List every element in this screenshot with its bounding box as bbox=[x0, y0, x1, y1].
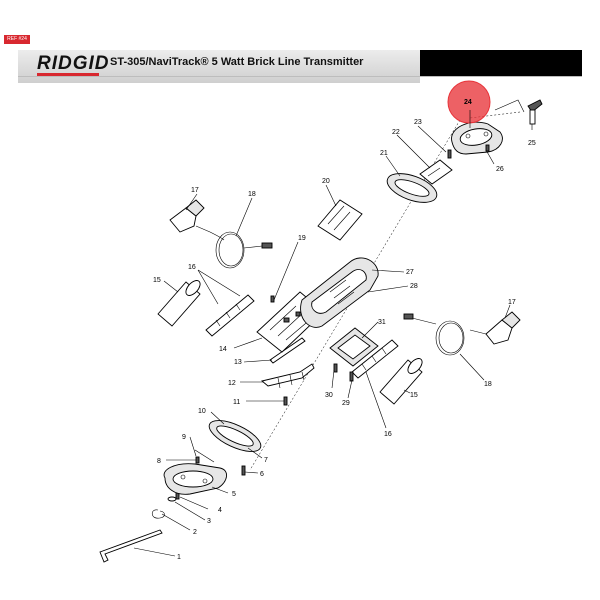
callout-27: 27 bbox=[406, 269, 414, 276]
callout-30: 30 bbox=[325, 392, 333, 399]
part-1-hex-key bbox=[99, 529, 163, 563]
callout-11: 11 bbox=[233, 399, 240, 406]
callout-12: 12 bbox=[228, 380, 236, 387]
callout-20: 20 bbox=[322, 178, 330, 185]
part-20-mount-plate bbox=[317, 199, 363, 241]
callout-4: 4 bbox=[218, 507, 222, 514]
callout-28: 28 bbox=[410, 283, 418, 290]
part-6-screw bbox=[241, 465, 246, 476]
callout-29: 29 bbox=[342, 400, 350, 407]
part-30-screw bbox=[333, 363, 338, 373]
callout-3: 3 bbox=[207, 518, 211, 525]
part-15-battery-right bbox=[379, 358, 423, 405]
callout-7: 7 bbox=[264, 457, 268, 464]
callout-15-left: 15 bbox=[153, 277, 161, 284]
part-11-screw bbox=[283, 396, 288, 406]
part-9-pin bbox=[194, 449, 215, 463]
callout-16-right: 16 bbox=[384, 431, 392, 438]
callout-9: 9 bbox=[182, 434, 186, 441]
part-7-gasket bbox=[208, 420, 262, 452]
part-13-rod bbox=[269, 337, 306, 364]
callout-25: 25 bbox=[528, 140, 536, 147]
callout-1: 1 bbox=[177, 554, 181, 561]
callout-14: 14 bbox=[219, 346, 227, 353]
part-5-end-cap bbox=[163, 463, 227, 495]
callout-18-left: 18 bbox=[248, 191, 256, 198]
callout-17-left: 17 bbox=[191, 187, 199, 194]
header-black-band bbox=[420, 50, 582, 76]
header-gray-band bbox=[18, 50, 420, 83]
part-24-rear-cover bbox=[451, 121, 503, 155]
callout-21: 21 bbox=[380, 150, 388, 157]
part-18-cable-right bbox=[403, 313, 465, 356]
header-divider bbox=[18, 76, 582, 77]
part-19-screw bbox=[270, 295, 275, 303]
highlight-circle bbox=[447, 80, 491, 124]
part-16-connector-left bbox=[205, 294, 255, 337]
brand-underline bbox=[37, 73, 99, 76]
part-17-clamp-right bbox=[469, 311, 521, 345]
callout-2: 2 bbox=[193, 529, 197, 536]
callout-18-right: 18 bbox=[484, 381, 492, 388]
callout-17-right: 17 bbox=[508, 299, 516, 306]
part-31-frame bbox=[329, 327, 379, 367]
part-16-connector-right bbox=[351, 339, 399, 379]
part-3-washer bbox=[167, 496, 177, 502]
part-12-bracket bbox=[261, 363, 315, 389]
callout-10: 10 bbox=[198, 408, 206, 415]
part-22-latch bbox=[419, 159, 453, 185]
callout-13: 13 bbox=[234, 359, 242, 366]
part-17-clamp-left bbox=[169, 199, 211, 233]
part-15-battery-left bbox=[157, 280, 201, 327]
part-27-housing bbox=[300, 257, 379, 328]
part-26-screw bbox=[485, 144, 490, 152]
part-25-knob bbox=[527, 99, 543, 125]
part-2-clip bbox=[151, 509, 165, 519]
callout-6: 6 bbox=[260, 471, 264, 478]
header-banner: RIDGID ST-305/NaviTrack® 5 Watt Brick Li… bbox=[18, 50, 582, 83]
callout-15-right: 15 bbox=[410, 392, 418, 399]
callout-8: 8 bbox=[157, 458, 161, 465]
callout-24: 24 bbox=[464, 99, 472, 106]
part-29-screw bbox=[349, 371, 354, 382]
callout-23: 23 bbox=[414, 119, 422, 126]
part-21-rear-gasket bbox=[386, 173, 438, 203]
ref-tag: REF #24 bbox=[4, 35, 30, 44]
part-23-screw bbox=[447, 149, 452, 159]
leader-lines bbox=[133, 110, 533, 557]
part-24-edge bbox=[494, 99, 525, 113]
brand-logo: RIDGID bbox=[37, 53, 110, 74]
part-8-screw bbox=[195, 456, 200, 464]
callout-5: 5 bbox=[232, 491, 236, 498]
page-title: ST-305/NaviTrack® 5 Watt Brick Line Tran… bbox=[110, 56, 364, 68]
callout-16-left: 16 bbox=[188, 264, 196, 271]
callout-19: 19 bbox=[298, 235, 306, 242]
callout-31: 31 bbox=[378, 319, 386, 326]
callout-26: 26 bbox=[496, 166, 504, 173]
callout-22: 22 bbox=[392, 129, 400, 136]
part-18-cable-left bbox=[209, 231, 273, 269]
